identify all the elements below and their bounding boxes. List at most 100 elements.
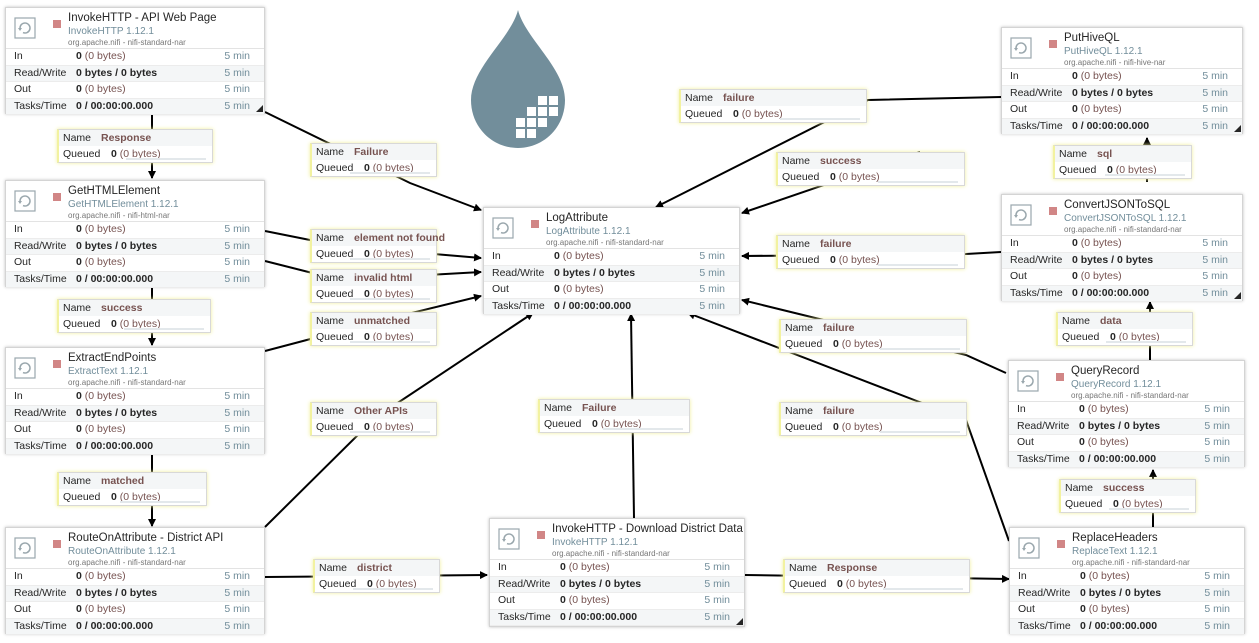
resize-handle-icon[interactable] bbox=[736, 618, 743, 625]
processor-name: ExtractEndPoints bbox=[68, 352, 157, 364]
stat-window: 5 min bbox=[1204, 452, 1230, 465]
stopped-status-icon[interactable] bbox=[53, 360, 61, 368]
resize-handle-icon[interactable] bbox=[1234, 125, 1241, 132]
connection-name: Other APIs bbox=[354, 405, 408, 417]
stat-count: 0 bbox=[76, 390, 82, 402]
stat-label: Read/Write bbox=[14, 586, 67, 599]
stat-window: 5 min bbox=[1202, 253, 1228, 266]
stopped-status-icon[interactable] bbox=[53, 193, 61, 201]
stat-count: 0 bbox=[76, 83, 82, 95]
stat-value: 0 (0 bytes) bbox=[76, 49, 126, 65]
stat-window: 5 min bbox=[224, 619, 250, 632]
stat-window: 5 min bbox=[224, 256, 250, 268]
stopped-status-icon[interactable] bbox=[53, 20, 61, 28]
stopped-status-icon[interactable] bbox=[1049, 40, 1057, 48]
stat-label: Tasks/Time bbox=[1017, 452, 1070, 465]
stat-window: 5 min bbox=[224, 423, 250, 435]
queued-count: 0 bbox=[733, 108, 739, 120]
stat-label: In bbox=[492, 250, 501, 262]
stat-count: 0 bbox=[1072, 70, 1078, 82]
connection-name-label: Name bbox=[1059, 148, 1088, 160]
stat-label: Read/Write bbox=[14, 66, 67, 79]
stat-count: 0 bbox=[76, 223, 82, 235]
connection-queued-label: Queued bbox=[316, 331, 354, 343]
stopped-status-icon[interactable] bbox=[537, 531, 545, 539]
stat-label: Tasks/Time bbox=[14, 99, 67, 112]
processor-icon bbox=[14, 190, 36, 212]
stat-label: Out bbox=[14, 423, 31, 435]
stat-count: 0 bbox=[1080, 603, 1086, 615]
stat-window: 5 min bbox=[224, 406, 250, 419]
stopped-status-icon[interactable] bbox=[1049, 207, 1057, 215]
stopped-status-icon[interactable] bbox=[531, 220, 539, 228]
connection-queued-value: 0 (0 bytes) bbox=[367, 576, 417, 592]
stat-window: 5 min bbox=[224, 66, 250, 79]
connection-name-label: Name bbox=[63, 302, 92, 314]
stat-window: 5 min bbox=[224, 603, 250, 615]
stopped-status-icon[interactable] bbox=[53, 540, 61, 548]
stat-value: 0 bytes / 0 bytes bbox=[1079, 419, 1160, 435]
stopped-status-icon[interactable] bbox=[1057, 540, 1065, 548]
stat-count: 0 bytes / 0 bytes bbox=[1072, 253, 1154, 266]
resize-handle-icon[interactable] bbox=[1234, 292, 1241, 299]
stat-label: Tasks/Time bbox=[492, 299, 545, 312]
queued-count: 0 bbox=[111, 318, 117, 330]
connection-name: invalid html bbox=[354, 272, 413, 284]
stat-bytes: (0 bytes) bbox=[1088, 603, 1130, 615]
queue-progress-bar bbox=[350, 172, 430, 174]
resize-handle-icon[interactable] bbox=[256, 105, 263, 112]
stat-bytes: (0 bytes) bbox=[84, 223, 126, 235]
queue-progress-bar bbox=[878, 181, 958, 183]
nifi-drop-icon bbox=[471, 10, 565, 148]
processor-type: GetHTMLElement 1.12.1 bbox=[68, 199, 179, 210]
connection-name: failure bbox=[823, 322, 855, 334]
stopped-status-icon[interactable] bbox=[1056, 373, 1064, 381]
